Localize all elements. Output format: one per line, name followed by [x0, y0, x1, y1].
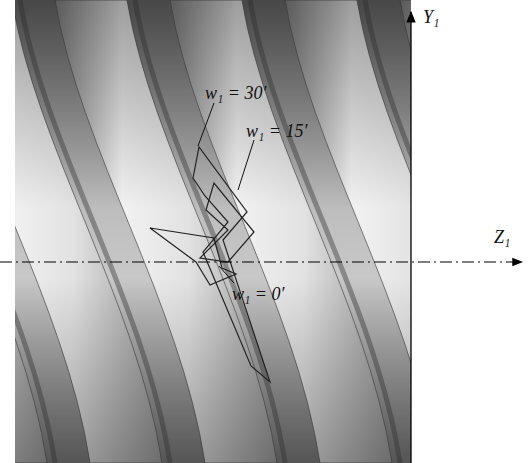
worm-body [15, 0, 411, 463]
contact-line-label: w₁ = 15′ [246, 122, 307, 140]
contact-line-label: w₁ = 30′ [205, 84, 266, 102]
y-axis [410, 12, 411, 463]
contact-line-label: w₁ = 0′ [232, 285, 284, 303]
z-axis [0, 261, 522, 262]
contact-lines [150, 147, 270, 382]
axis-label: Z₁ [494, 228, 510, 246]
leader-lines [198, 103, 254, 283]
axis-label: Y₁ [423, 8, 439, 26]
